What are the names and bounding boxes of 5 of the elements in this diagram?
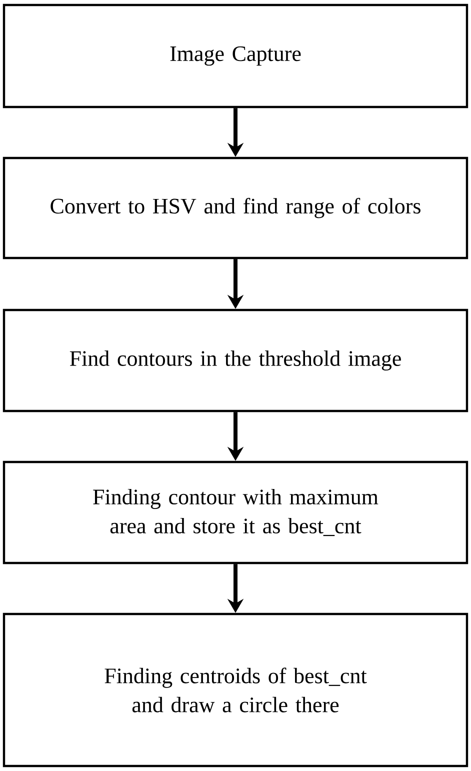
process-box: Finding contour with maximum area and store it as best_cnt bbox=[2, 460, 468, 564]
process-box: Image Capture bbox=[2, 4, 468, 108]
process-box: Finding centroids of best_cnt and draw a circle there bbox=[2, 612, 468, 768]
process-box: Convert to HSV and find range of colors bbox=[2, 156, 468, 260]
process-box: Find contours in the threshold image bbox=[2, 308, 468, 412]
